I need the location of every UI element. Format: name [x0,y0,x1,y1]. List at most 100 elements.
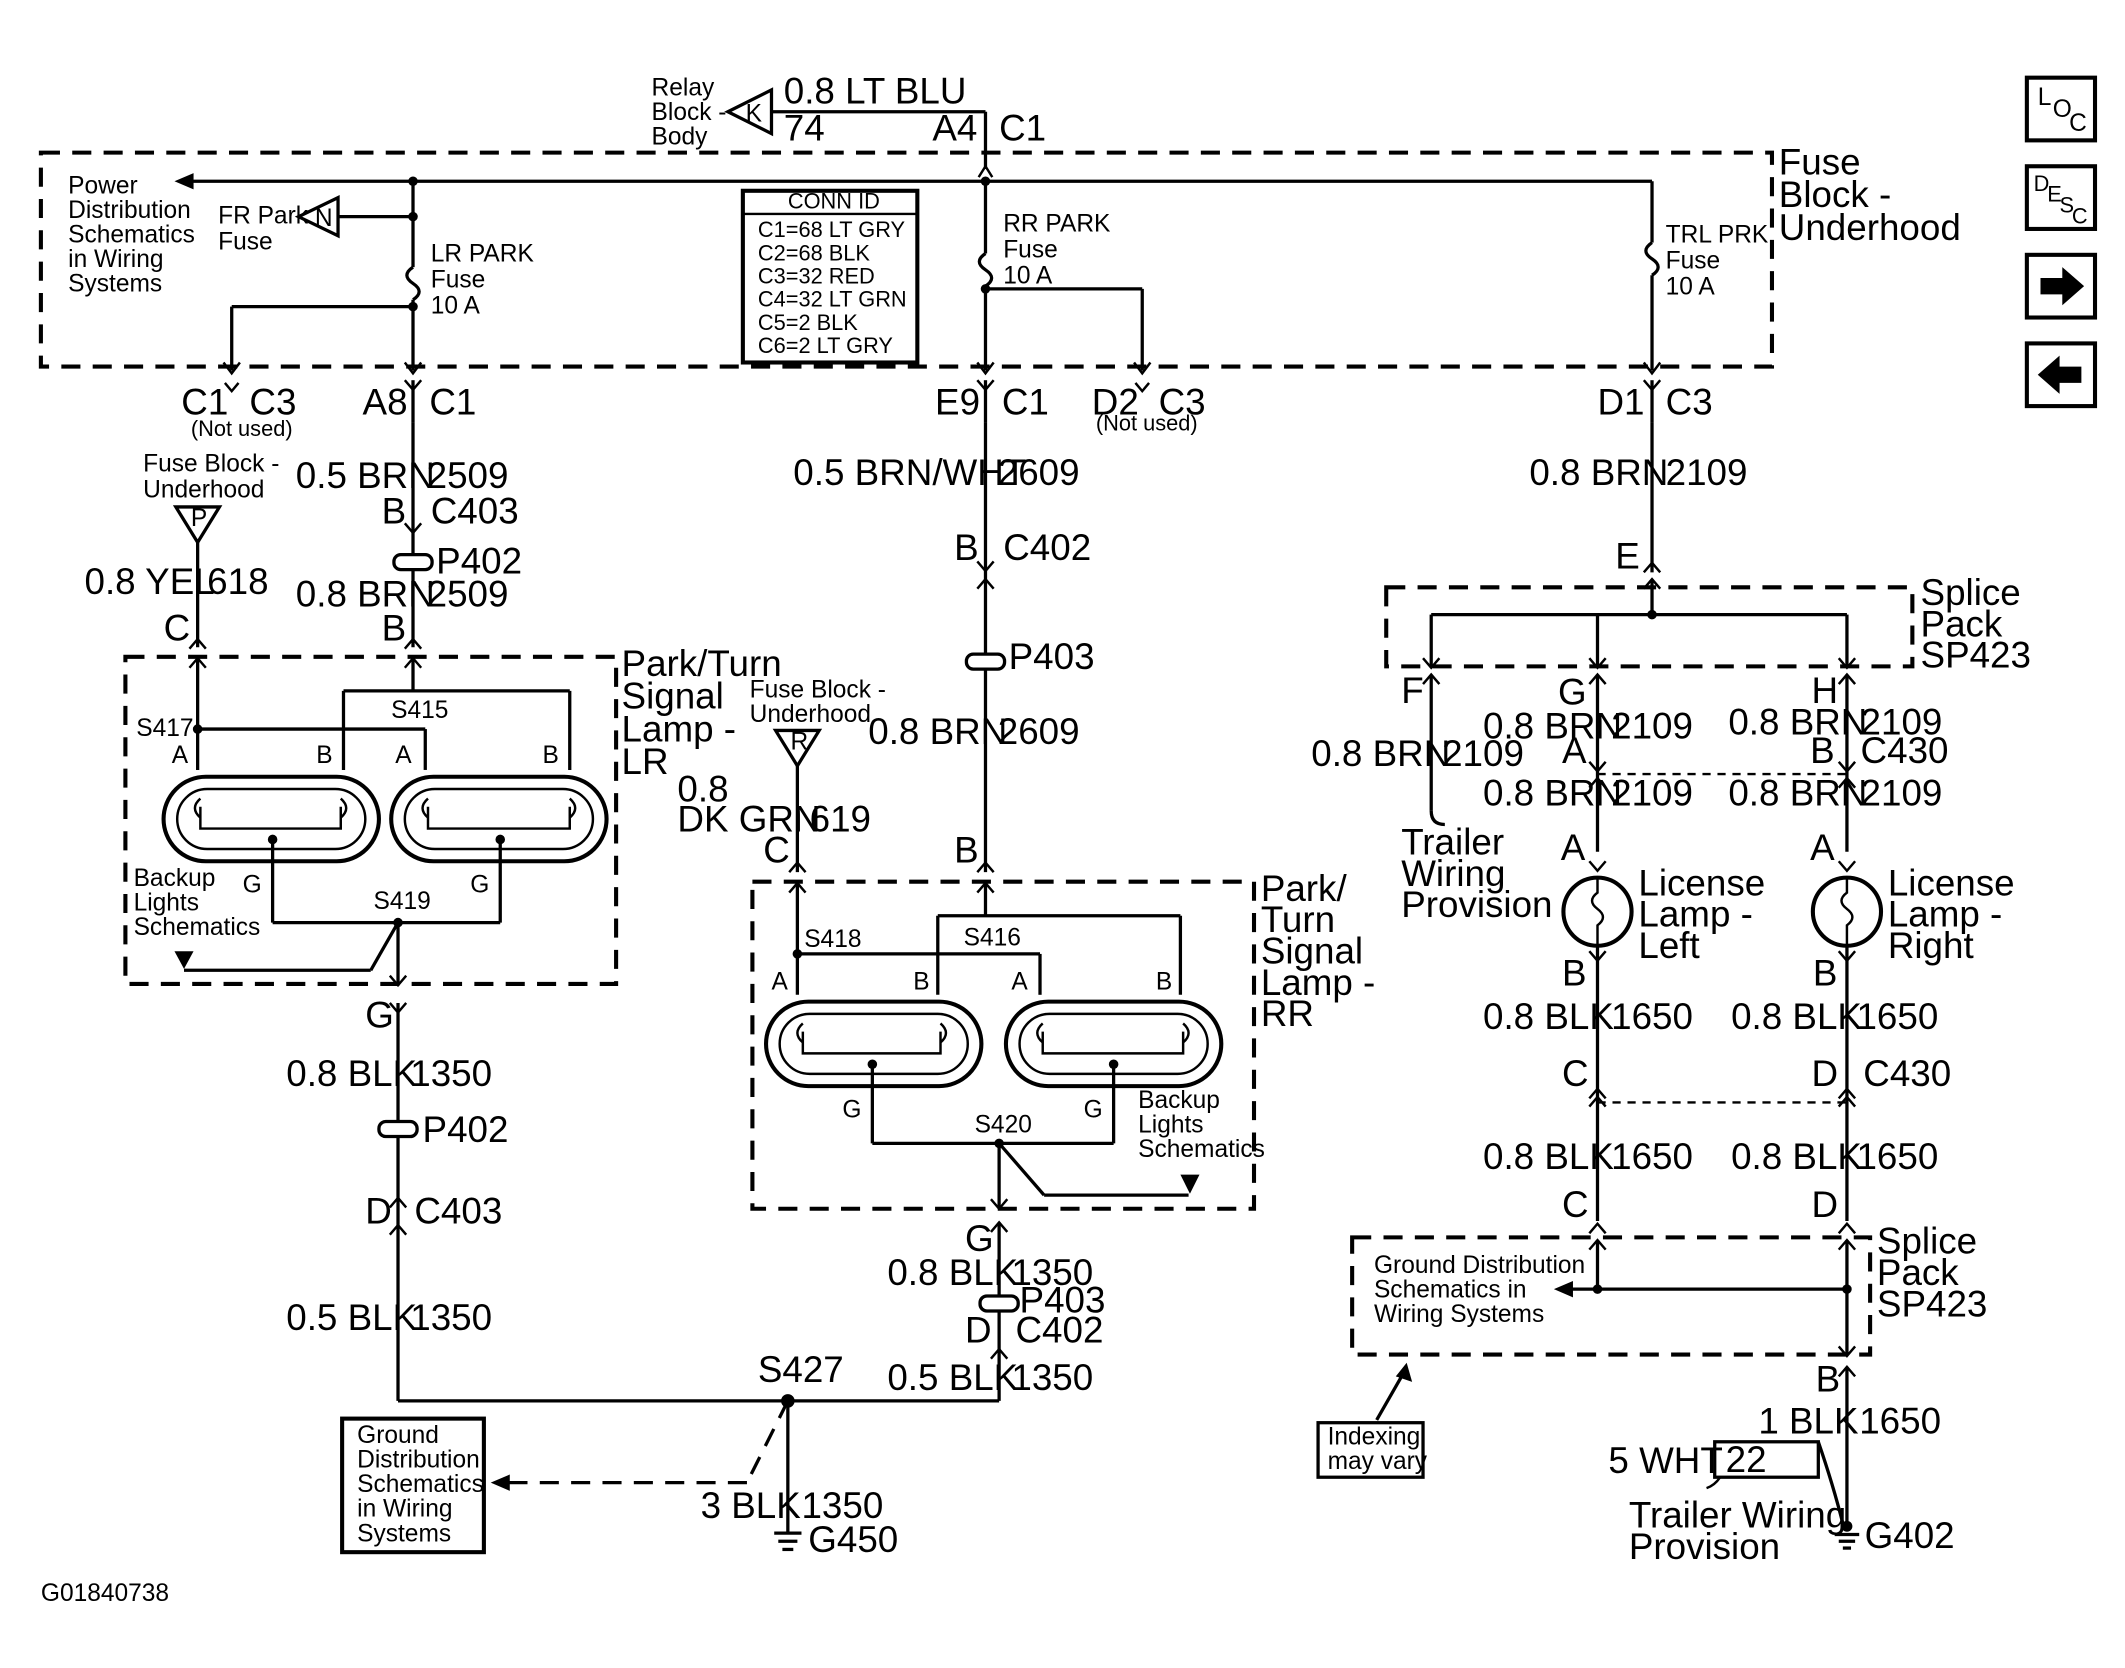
svg-text:0.8 BLK: 0.8 BLK [286,1053,417,1094]
svg-text:may vary: may vary [1328,1448,1428,1475]
svg-text:Schematics: Schematics [357,1471,484,1498]
svg-text:A: A [771,968,788,995]
svg-text:Indexing: Indexing [1328,1424,1421,1451]
svg-text:0.8 BRN: 0.8 BRN [1529,452,1668,493]
svg-text:G: G [842,1096,861,1123]
svg-text:B: B [954,527,979,568]
splice-pack-lower: Splice Pack SP423 Ground Distribution Sc… [1316,1221,1987,1567]
svg-text:Lights: Lights [1138,1111,1203,1138]
park-turn-lamp-lr: Park/Turn Signal Lamp - LR S417 S415 A B… [123,643,782,988]
svg-text:C403: C403 [431,490,519,531]
svg-text:2609: 2609 [998,452,1080,493]
svg-text:B: B [1156,968,1172,995]
svg-text:Schematics in: Schematics in [1374,1276,1527,1303]
trl-prk-fuse-symbol [1644,241,1660,277]
svg-text:D2: D2 [1092,381,1139,422]
svg-text:(Not used): (Not used) [1096,411,1198,436]
svg-text:S415: S415 [391,697,448,724]
svg-text:0.8 BRN: 0.8 BRN [296,573,435,614]
svg-text:1650: 1650 [1859,1401,1941,1442]
svg-text:Schematics: Schematics [1138,1136,1265,1163]
svg-text:0.8 BRN: 0.8 BRN [1728,772,1867,813]
svg-text:P402: P402 [423,1109,509,1150]
svg-text:Provision: Provision [1401,884,1552,925]
svg-text:C1: C1 [429,381,476,422]
lr-branch: 0.5 BRN 2509 B C403 P402 0.8 BRN 2509 B … [85,422,522,650]
svg-text:C1=68 LT GRY: C1=68 LT GRY [758,217,906,242]
desc-icon[interactable]: D E S C [2024,164,2098,231]
svg-text:C430: C430 [1863,1053,1951,1094]
svg-text:D1: D1 [1597,381,1644,422]
svg-text:S417: S417 [136,715,193,742]
svg-text:Trailer Wiring: Trailer Wiring [1629,1495,1846,1536]
svg-text:1650: 1650 [1611,996,1693,1037]
svg-text:2509: 2509 [427,573,509,614]
svg-text:Pack: Pack [1921,603,2003,644]
svg-text:Pack: Pack [1877,1252,1959,1293]
svg-text:Lamp -: Lamp - [1638,894,1752,935]
svg-text:Signal: Signal [1261,930,1363,971]
relay-label-1: Relay [652,74,715,101]
loc-icon[interactable]: L O C [2024,75,2098,143]
svg-text:Lamp -: Lamp - [1888,894,2002,935]
svg-text:C: C [763,830,790,871]
svg-text:Underhood: Underhood [143,476,264,503]
svg-text:LR: LR [622,741,669,782]
svg-text:License: License [1638,862,1765,903]
svg-text:D: D [965,1309,992,1350]
svg-text:C: C [2069,110,2087,137]
svg-text:D: D [1811,1184,1838,1225]
lr-park-fuse-symbol [405,265,421,302]
svg-text:A: A [1561,827,1586,868]
svg-text:G402: G402 [1865,1515,1955,1556]
svg-text:Backup: Backup [1138,1087,1220,1114]
svg-text:2509: 2509 [427,455,509,496]
svg-text:Right: Right [1888,925,1974,966]
svg-text:Wiring: Wiring [1401,853,1505,894]
svg-text:10 A: 10 A [1666,273,1716,300]
svg-text:Distribution: Distribution [357,1447,480,1474]
svg-text:A: A [172,742,189,769]
svg-text:Fuse: Fuse [1003,237,1058,264]
svg-text:G450: G450 [808,1519,898,1560]
relay-pin-label: A4 [932,107,977,148]
svg-text:10 A: 10 A [1003,262,1053,289]
svg-text:2109: 2109 [1611,706,1693,747]
svg-text:0.5 BRN/WHT: 0.5 BRN/WHT [793,452,1026,493]
fr-park-fuse: FR Park Fuse N [218,194,418,255]
svg-text:C4=32 LT GRN: C4=32 LT GRN [758,287,907,312]
svg-text:C6=2 LT GRY: C6=2 LT GRY [758,333,894,358]
svg-text:D: D [365,1191,392,1232]
svg-text:Wiring Systems: Wiring Systems [1374,1301,1544,1328]
svg-text:P: P [191,505,207,532]
svg-text:B: B [1562,952,1587,993]
svg-text:3 BLK: 3 BLK [701,1485,802,1526]
svg-text:Park/Turn: Park/Turn [622,643,782,684]
rr-ground-path: G 0.8 BLK 1350 P403 D C402 0.5 BLK 1350 [787,1218,1105,1403]
svg-text:License: License [1888,862,2015,903]
svg-text:Backup: Backup [134,865,216,892]
rr-park-fuse-symbol [977,252,994,288]
svg-text:N: N [315,205,333,232]
svg-text:2609: 2609 [998,711,1080,752]
svg-text:C: C [2072,203,2088,228]
svg-text:B: B [382,490,407,531]
svg-text:Systems: Systems [357,1520,451,1547]
svg-text:P403: P403 [1009,636,1095,677]
svg-text:SP423: SP423 [1921,635,2031,676]
relay-label-2: Block - [652,99,727,126]
arrow-left-icon[interactable] [2024,341,2098,409]
svg-text:in Wiring: in Wiring [68,246,163,273]
conn-id-title: CONN ID [788,189,880,214]
svg-text:RR: RR [1261,993,1314,1034]
svg-text:Power: Power [68,173,138,200]
svg-text:E: E [1615,535,1640,576]
svg-text:0.8 BLK: 0.8 BLK [1483,996,1614,1037]
svg-text:S: S [2060,193,2075,218]
svg-text:G: G [243,872,262,899]
svg-text:C430: C430 [1861,730,1949,771]
indexing-note-box [1316,1421,1425,1479]
arrow-right-icon[interactable] [2024,252,2098,320]
relay-circuit-label: 74 [784,107,825,148]
